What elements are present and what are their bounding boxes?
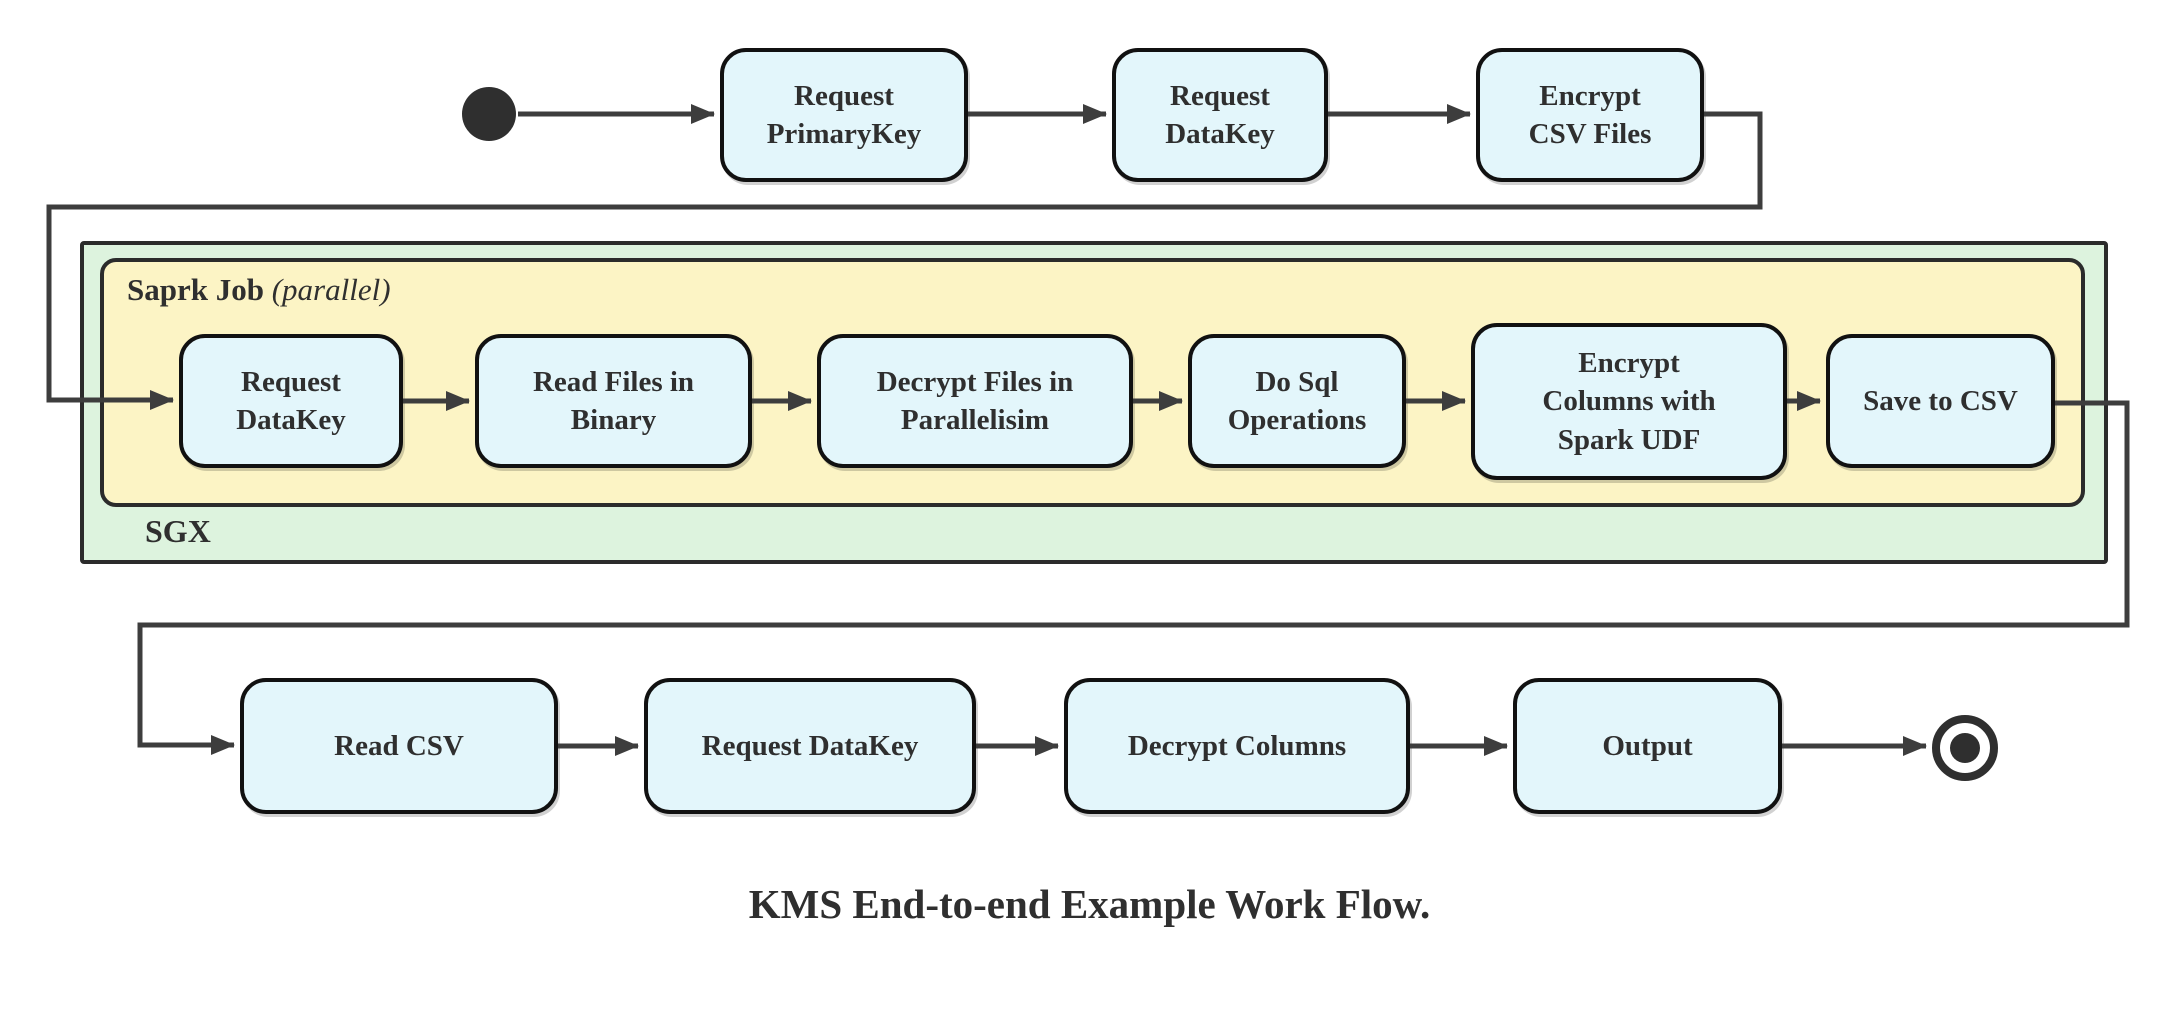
node-encrypt-columns-with-spark-udf: Encrypt Columns with Spark UDF <box>1471 323 1787 480</box>
diagram-caption: KMS End-to-end Example Work Flow. <box>748 881 1431 927</box>
node-read-files-in-binary: Read Files in Binary <box>475 334 752 468</box>
node-request-datakey-spark: Request DataKey <box>179 334 403 468</box>
node-request-primarykey: Request PrimaryKey <box>720 48 968 182</box>
node-decrypt-columns: Decrypt Columns <box>1064 678 1410 814</box>
start-node <box>462 87 516 141</box>
node-request-datakey-bottom: Request DataKey <box>644 678 976 814</box>
node-decrypt-files-in-parallelisim: Decrypt Files in Parallelisim <box>817 334 1133 468</box>
spark-job-label-text: Saprk Job <box>127 272 264 307</box>
node-save-to-csv: Save to CSV <box>1826 334 2055 468</box>
node-request-datakey-top: Request DataKey <box>1112 48 1328 182</box>
node-read-csv: Read CSV <box>240 678 558 814</box>
spark-job-label: Saprk Job (parallel) <box>127 272 391 308</box>
sgx-label: SGX <box>145 513 211 549</box>
node-do-sql-operations: Do Sql Operations <box>1188 334 1406 468</box>
spark-job-parallel-note: (parallel) <box>271 272 391 307</box>
node-encrypt-csv-files: Encrypt CSV Files <box>1476 48 1704 182</box>
end-node <box>1932 715 1998 781</box>
node-output: Output <box>1513 678 1782 814</box>
